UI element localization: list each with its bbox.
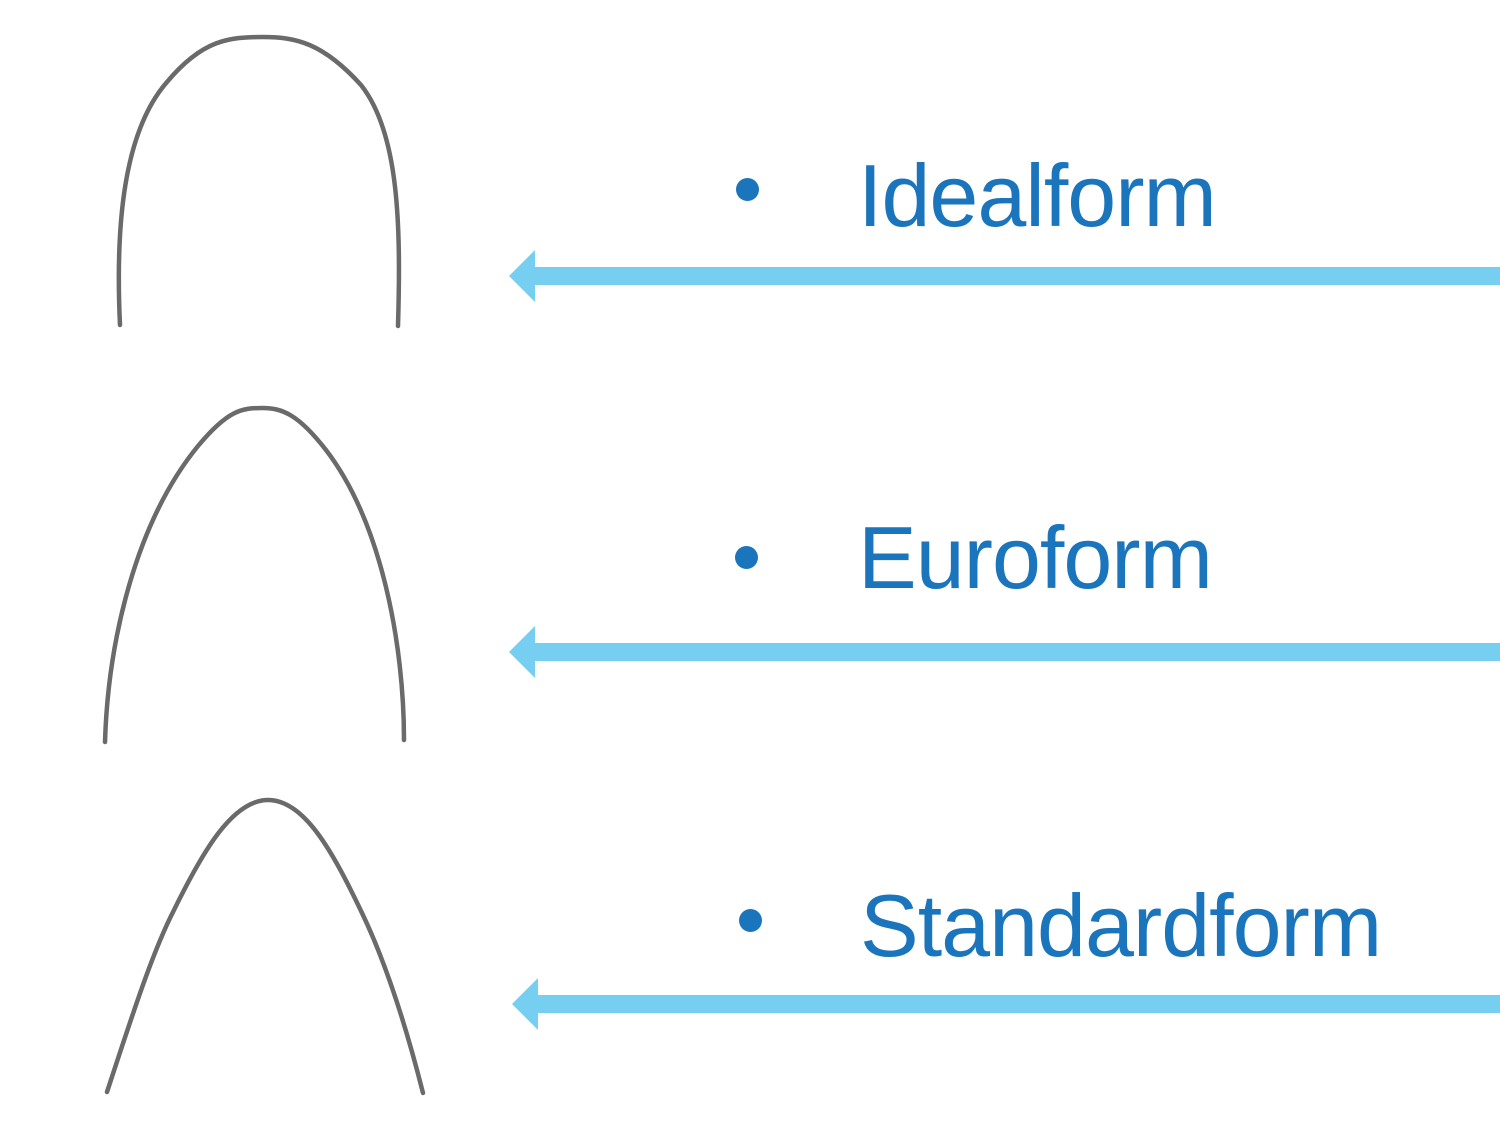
euroform-wire-image <box>102 405 407 745</box>
left-arrow-shape <box>509 250 1500 302</box>
left-arrow-shape <box>512 978 1500 1030</box>
euroform-archwire-curve <box>102 405 407 745</box>
euroform-label: Euroform <box>858 508 1213 607</box>
standardform-label: Standardform <box>860 876 1382 975</box>
left-arrow-icon <box>512 978 1500 1030</box>
bullet-icon <box>735 546 758 569</box>
standardform-archwire-curve <box>104 797 426 1096</box>
idealform-label: Idealform <box>858 146 1217 245</box>
bullet-icon <box>739 909 762 932</box>
idealform-archwire-curve <box>116 34 402 329</box>
left-arrow-icon <box>509 250 1500 302</box>
bullet-icon <box>736 178 759 201</box>
left-arrow-shape <box>509 626 1500 678</box>
left-arrow-icon <box>509 626 1500 678</box>
idealform-wire-image <box>116 34 402 329</box>
standardform-wire-image <box>104 797 426 1096</box>
